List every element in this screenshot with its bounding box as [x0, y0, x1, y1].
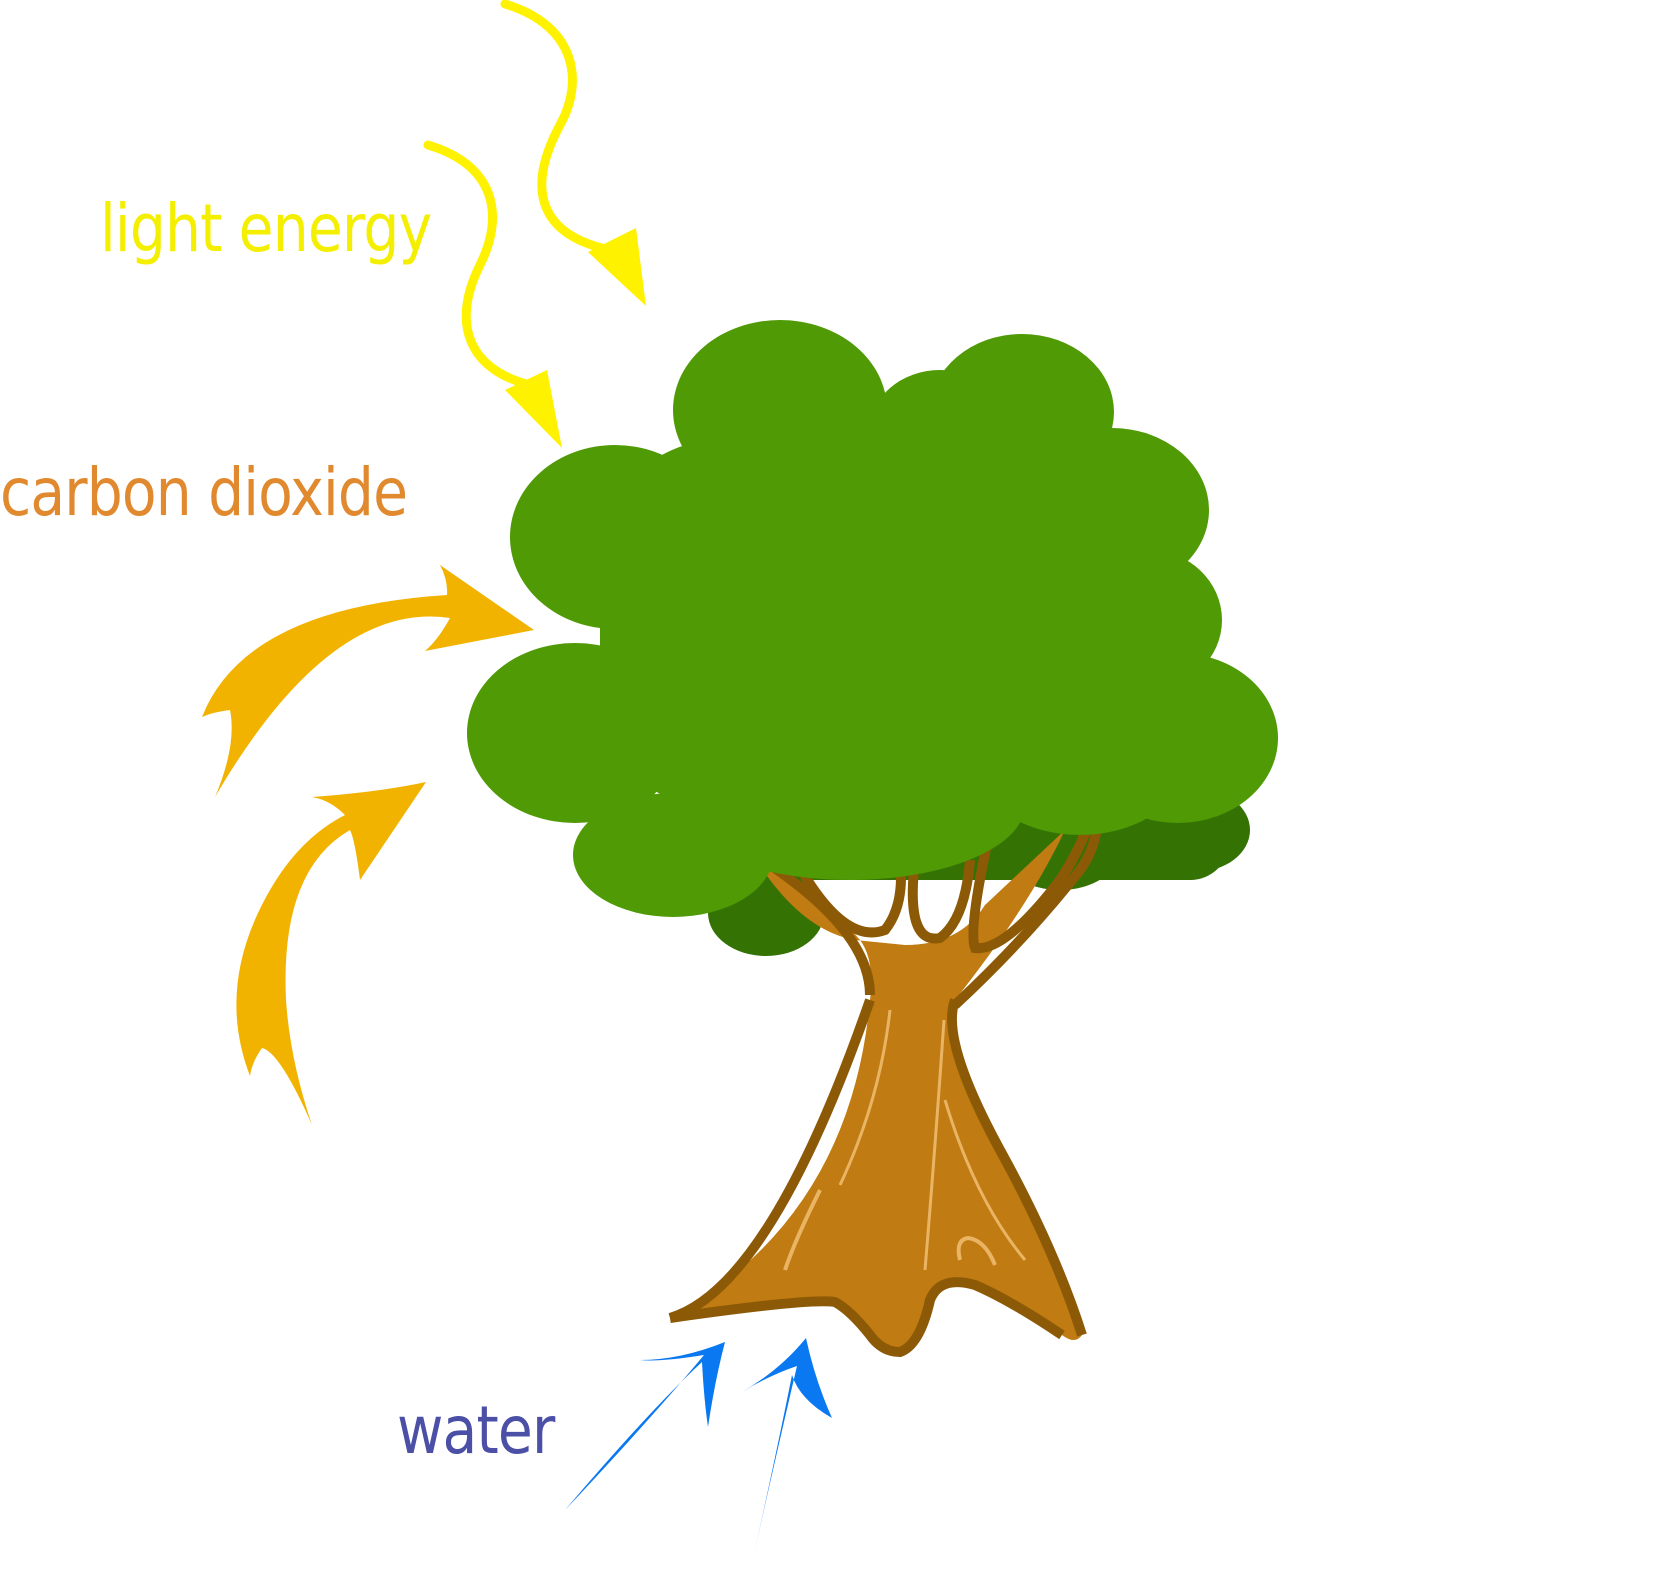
carbon-dioxide-arrows: [202, 565, 534, 1125]
carbon-dioxide-arrow-icon: [202, 565, 534, 797]
tree-trunk: [668, 818, 1103, 1358]
light-arrow-icon: [500, 0, 646, 306]
light-arrow-icon: [423, 140, 562, 448]
light-energy-label: light energy: [100, 190, 432, 267]
tree-foliage: [467, 320, 1278, 917]
light-arrows: [423, 0, 646, 448]
water-arrow-icon: [742, 1338, 832, 1563]
carbon-dioxide-arrow-icon: [236, 782, 426, 1125]
water-arrows: [565, 1338, 832, 1563]
carbon-dioxide-label: carbon dioxide: [0, 454, 408, 531]
water-arrow-icon: [565, 1342, 725, 1510]
water-label: water: [397, 1392, 555, 1469]
tree-icon: [467, 320, 1278, 1358]
